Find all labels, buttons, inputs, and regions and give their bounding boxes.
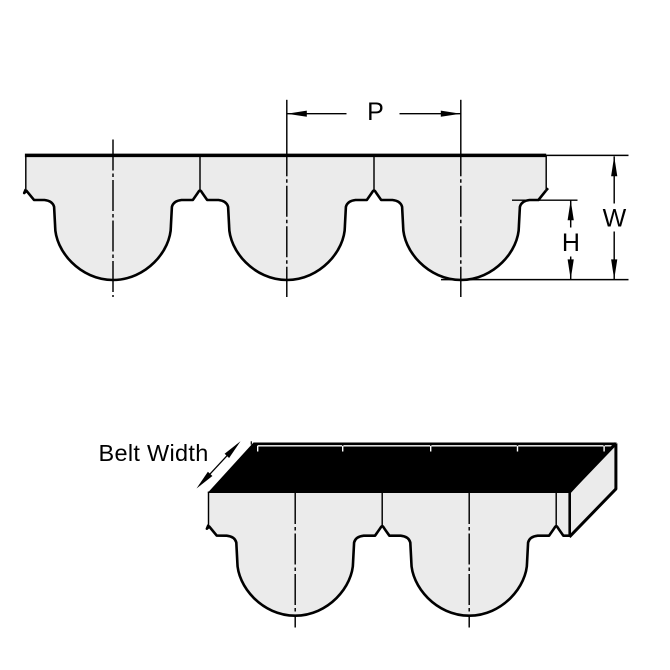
svg-text:W: W: [603, 205, 627, 233]
svg-text:P: P: [367, 98, 384, 126]
svg-text:Belt Width: Belt Width: [99, 440, 209, 466]
svg-text:H: H: [562, 229, 580, 257]
